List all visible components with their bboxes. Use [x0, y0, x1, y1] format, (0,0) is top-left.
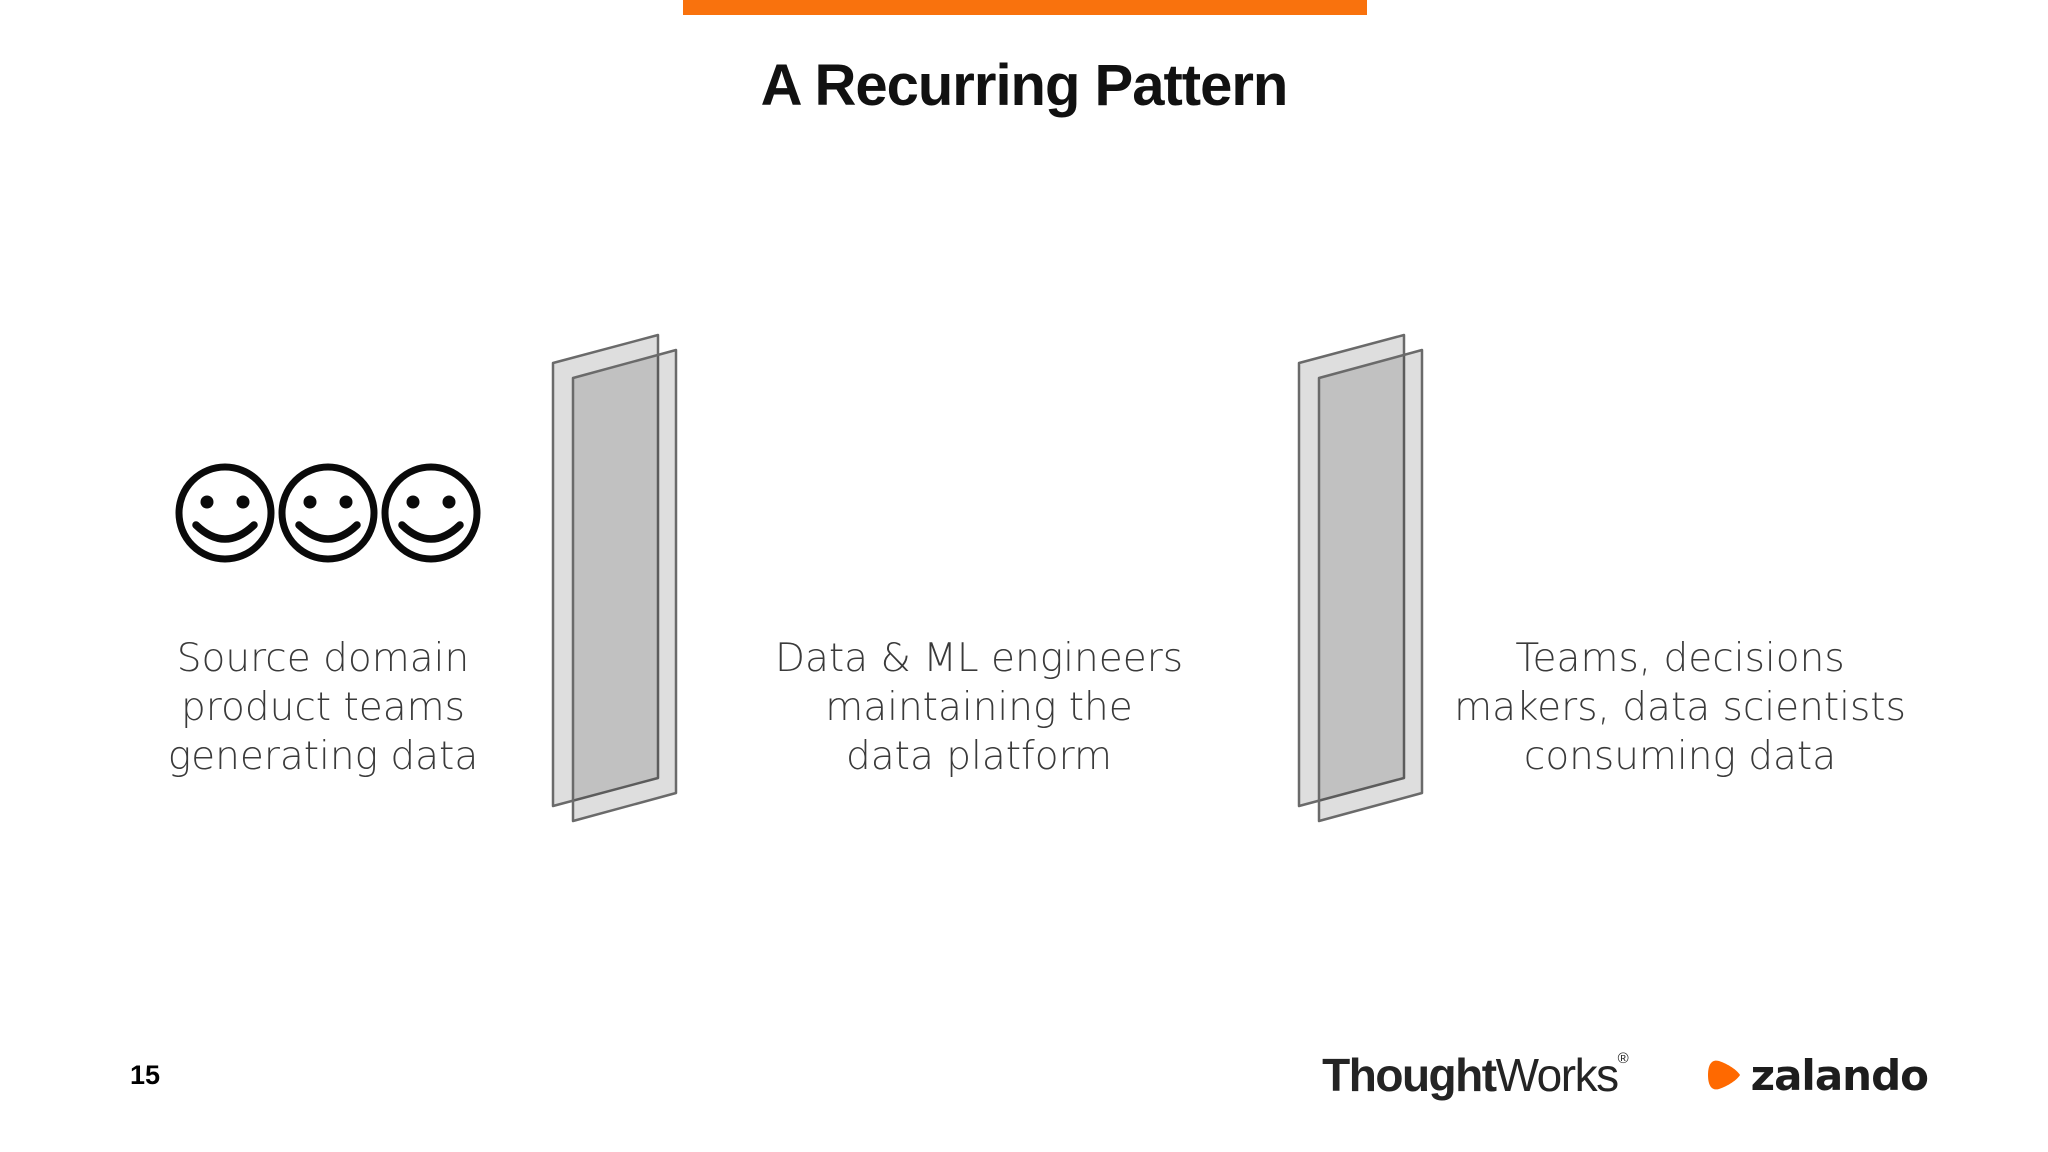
caption-data-ml-engineers: Data & ML engineers maintaining the data…: [719, 634, 1239, 781]
caption-line: maintaining the: [825, 685, 1133, 730]
smiley-icon: [278, 463, 378, 563]
three-smiley-faces-icon: [175, 463, 481, 563]
zalando-logo: zalando: [1701, 1050, 1929, 1100]
back-pane: [1297, 333, 1406, 808]
caption-line: Source domain: [176, 636, 470, 681]
divider-panes-icon: [551, 333, 678, 823]
caption-line: generating data: [167, 734, 479, 779]
caption-line: data platform: [846, 734, 1112, 779]
registered-trademark-icon: ®: [1617, 1050, 1629, 1067]
smiley-icon: [175, 463, 275, 563]
footer-logos: ThoughtWorks® zalando: [1322, 1048, 1929, 1102]
caption-line: product teams: [181, 685, 465, 730]
caption-line: Data & ML engineers: [774, 636, 1184, 681]
divider-panes-icon: [1297, 333, 1424, 823]
caption-line: consuming data: [1523, 734, 1837, 779]
front-pane: [571, 348, 678, 823]
thoughtworks-logo: ThoughtWorks®: [1322, 1048, 1628, 1102]
thoughtworks-logo-regular-text: Works: [1495, 1049, 1620, 1101]
caption-line: Teams, decisions: [1515, 636, 1845, 681]
accent-top-bar: [683, 0, 1367, 15]
page-title: A Recurring Pattern: [760, 53, 1289, 118]
caption-consumers: Teams, decisions makers, data scientists…: [1420, 634, 1940, 781]
zalando-logo-text: zalando: [1750, 1050, 1929, 1100]
back-pane: [551, 333, 660, 808]
caption-line: makers, data scientists: [1454, 685, 1906, 730]
caption-source-domain: Source domain product teams generating d…: [63, 634, 583, 781]
smiley-icon: [381, 463, 481, 563]
zalando-plectrum-icon: [1707, 1060, 1740, 1090]
thoughtworks-logo-bold-text: Thought: [1322, 1049, 1497, 1101]
front-pane: [1317, 348, 1424, 823]
page-number: 15: [130, 1060, 161, 1090]
